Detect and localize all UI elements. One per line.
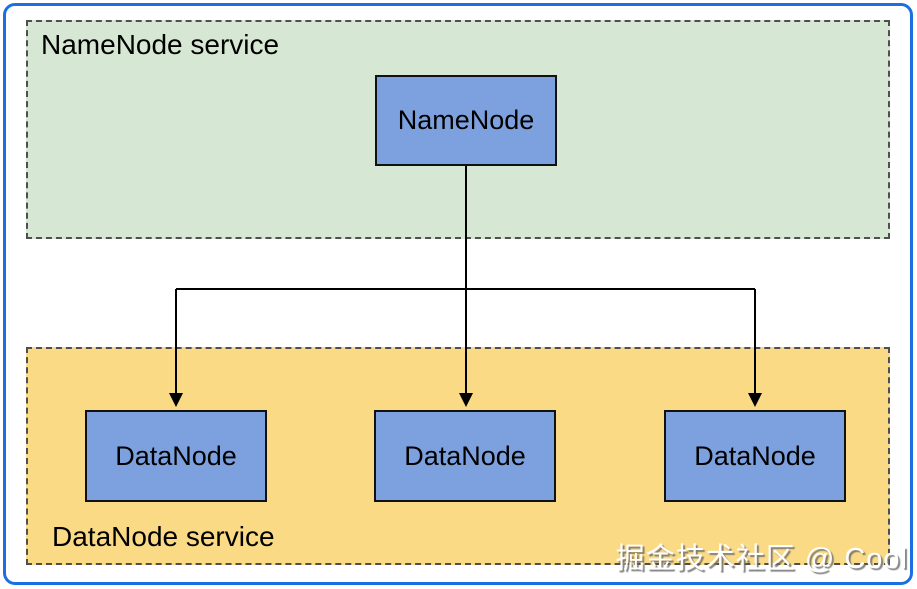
- node-datanode-1-label: DataNode: [115, 440, 237, 471]
- node-datanode-3: DataNode: [664, 410, 846, 502]
- node-datanode-3-label: DataNode: [694, 440, 816, 471]
- node-datanode-2-label: DataNode: [404, 440, 526, 471]
- node-namenode-label: NameNode: [397, 105, 535, 135]
- zone-namenode-service-label: NameNode service: [41, 29, 280, 60]
- node-datanode-2: DataNode: [374, 410, 556, 502]
- node-datanode-1: DataNode: [85, 410, 267, 502]
- zone-datanode-service-label: DataNode service: [52, 520, 275, 552]
- zone-namenode-service: NameNode service: [26, 20, 890, 239]
- node-namenode: NameNode: [375, 75, 557, 166]
- watermark-text: 掘金技术社区 @ Cool: [615, 543, 908, 575]
